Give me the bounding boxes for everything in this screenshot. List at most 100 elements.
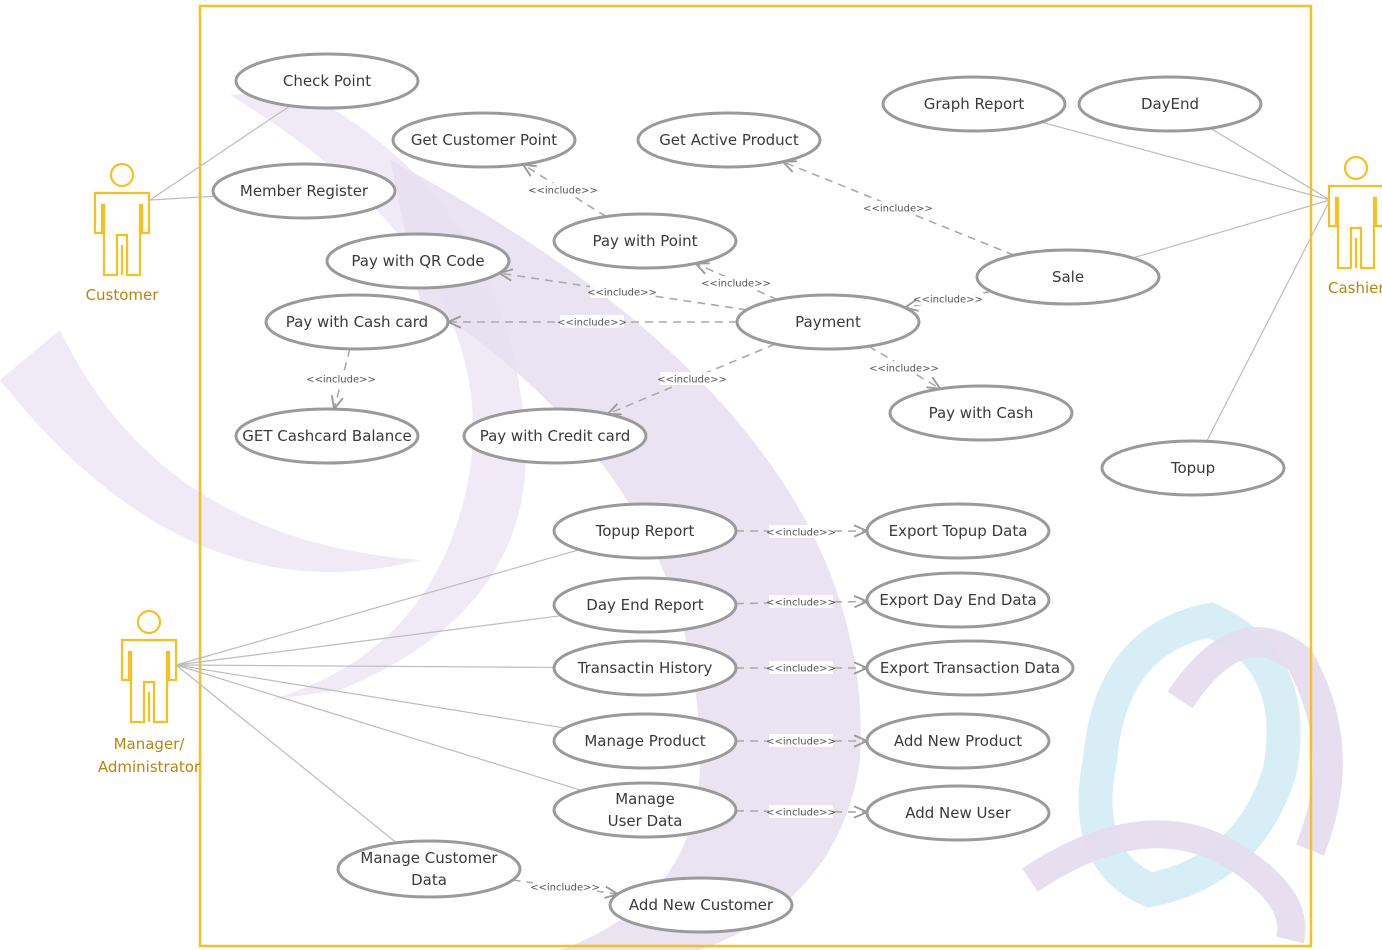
include-manage_customer_data-add_new_customer: <<include>> [512, 879, 618, 894]
include-topup_report-export_topup: <<include>> [736, 525, 867, 539]
stick-figure-icon [120, 609, 178, 724]
use-case-ellipse [234, 52, 420, 110]
include-label-bg [309, 372, 373, 385]
use-case-ellipse [1100, 439, 1286, 497]
use-case-get-customer-point[interactable]: Get Customer Point [391, 111, 577, 169]
use-case-ellipse [975, 248, 1161, 306]
use-case-ellipse [865, 784, 1051, 842]
include-label-bg [872, 361, 936, 374]
include-label-bg [531, 183, 595, 196]
stick-figure-icon [93, 162, 151, 277]
include-label-bg [590, 285, 654, 298]
include-pay_with_point-get_customer_point: <<include>> [523, 164, 607, 218]
use-case-pay-with-credit[interactable]: Pay with Credit card [462, 407, 648, 465]
use-case-label: Topup Report [595, 522, 695, 540]
use-case-ellipse [552, 576, 738, 634]
use-case-label: Check Point [283, 72, 371, 90]
use-case-label: Pay with QR Code [351, 252, 484, 270]
association-manager-manage_customer_data [175, 664, 397, 844]
use-case-sale[interactable]: Sale [975, 248, 1161, 306]
use-case-payment[interactable]: Payment [735, 293, 921, 351]
use-case-pay-with-cash[interactable]: Pay with Cash [888, 384, 1074, 442]
association-manager-topup_report [175, 549, 580, 666]
include-label: <<include>> [701, 279, 771, 290]
use-case-manage-product[interactable]: Manage Product [552, 712, 738, 770]
use-case-export-day-end[interactable]: Export Day End Data [865, 571, 1051, 629]
use-case-ellipse [552, 502, 738, 560]
include-payment-pay_with_cash: <<include>> [868, 345, 941, 389]
include-label: <<include>> [766, 737, 836, 748]
actor-cashier: Cashier [1327, 155, 1382, 297]
use-case-topup-report[interactable]: Topup Report [552, 502, 738, 560]
use-case-check-point[interactable]: Check Point [234, 52, 420, 110]
use-case-label: Get Active Product [659, 131, 799, 149]
use-case-ellipse [462, 407, 648, 465]
use-case-topup[interactable]: Topup [1100, 439, 1286, 497]
include-label-bg [660, 372, 724, 385]
use-case-label: GET Cashcard Balance [242, 427, 411, 445]
use-case-transaction-history[interactable]: Transactin History [552, 639, 738, 697]
include-manage_product-add_new_product: <<include>> [736, 734, 867, 748]
use-case-member-register[interactable]: Member Register [211, 162, 397, 220]
include-label-bg [769, 525, 833, 538]
use-case-ellipse [552, 212, 738, 270]
use-case-ellipse [888, 384, 1074, 442]
include-label: <<include>> [530, 883, 600, 894]
use-case-label: Graph Report [924, 95, 1025, 113]
include-label: <<include>> [557, 318, 627, 329]
include-payment-pay_with_cash_card: <<include>> [448, 315, 737, 329]
use-case-day-end-report[interactable]: Day End Report [552, 576, 738, 634]
include-arrow [735, 601, 867, 603]
use-case-label: Manage Customer [360, 849, 498, 867]
include-pay_with_cash_card-get_cashcard_balance: <<include>> [306, 348, 376, 409]
include-payment-pay_with_point: <<include>> [696, 263, 778, 301]
use-case-pay-with-point[interactable]: Pay with Point [552, 212, 738, 270]
use-case-label: Export Transaction Data [880, 659, 1060, 677]
use-case-graph-report[interactable]: Graph Report [881, 75, 1067, 133]
stick-figure-icon [1327, 155, 1382, 270]
use-case-label: Pay with Cash [929, 404, 1034, 422]
use-case-label: Get Customer Point [411, 131, 557, 149]
include-label: <<include>> [766, 528, 836, 539]
use-case-label: Manage Product [584, 732, 705, 750]
include-arrow [735, 811, 867, 812]
include-label: <<include>> [766, 598, 836, 609]
use-case-label: Manage [615, 790, 675, 808]
association-manager-transaction_history [175, 664, 555, 669]
use-case-ellipse [552, 712, 738, 770]
actor-customer: Customer [86, 162, 159, 304]
association-manager-manage_product [175, 664, 566, 729]
actor-label: Administrator [98, 758, 201, 776]
include-label-bg [533, 880, 597, 893]
association-manager-manage_user_data [175, 664, 583, 792]
use-case-get-cashcard-balance[interactable]: GET Cashcard Balance [234, 407, 420, 465]
use-case-day-end[interactable]: DayEnd [1077, 75, 1263, 133]
use-case-pay-with-qr[interactable]: Pay with QR Code [325, 232, 511, 290]
use-case-label: Pay with Credit card [480, 427, 631, 445]
include-label-bg [769, 595, 833, 608]
include-label: <<include>> [766, 664, 836, 675]
include-sale-get_active_product: <<include>> [783, 162, 1015, 256]
use-case-ellipse [234, 407, 420, 465]
use-case-add-new-user[interactable]: Add New User [865, 784, 1051, 842]
use-case-label: Add New User [905, 804, 1011, 822]
use-case-label: Payment [795, 313, 861, 331]
include-label-bg [866, 201, 930, 214]
use-case-label: Export Topup Data [889, 522, 1028, 540]
use-case-ellipse [264, 293, 450, 351]
use-case-pay-with-cash-card[interactable]: Pay with Cash card [264, 293, 450, 351]
include-label: <<include>> [657, 375, 727, 386]
use-case-label: Data [411, 871, 447, 889]
use-case-export-transaction[interactable]: Export Transaction Data [865, 639, 1075, 697]
use-case-add-new-customer[interactable]: Add New Customer [608, 876, 794, 934]
use-case-export-topup[interactable]: Export Topup Data [865, 502, 1051, 560]
use-case-get-active-product[interactable]: Get Active Product [636, 111, 822, 169]
include-label-bg [560, 315, 624, 328]
use-case-ellipse [552, 639, 738, 697]
include-label: <<include>> [869, 364, 939, 375]
association-customer-check_point [149, 105, 291, 201]
system-boundary [198, 4, 1313, 948]
use-case-add-new-product[interactable]: Add New Product [865, 712, 1051, 770]
